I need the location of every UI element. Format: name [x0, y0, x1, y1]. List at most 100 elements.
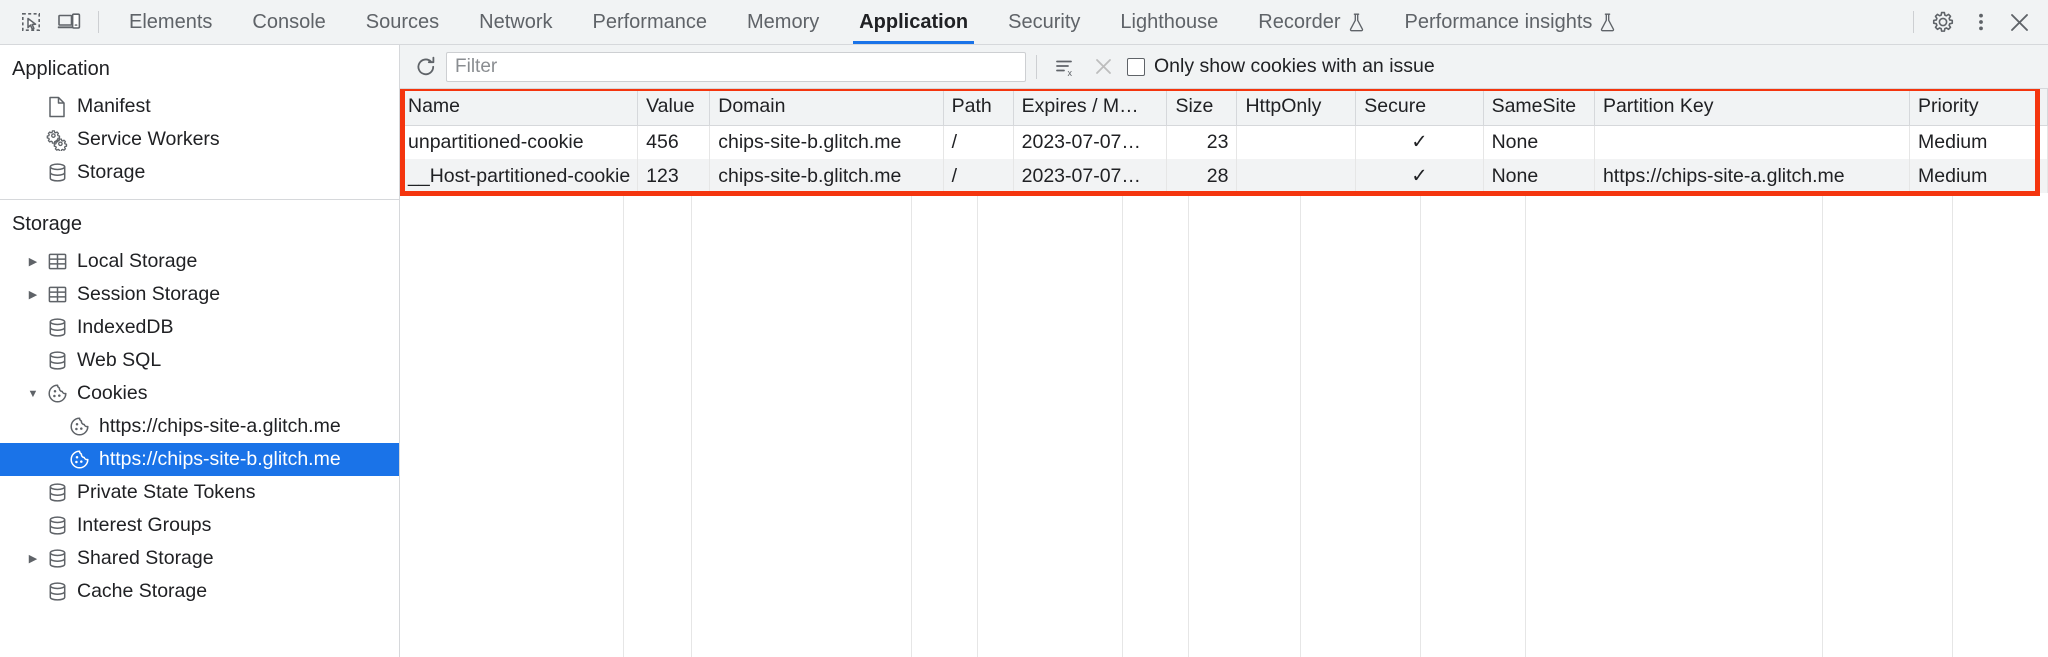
column-header-name[interactable]: Name: [400, 89, 639, 126]
empty-column-grid: [400, 193, 2048, 657]
document-icon: [44, 96, 70, 118]
more-vertical-icon[interactable]: [1962, 5, 2000, 39]
tab-network[interactable]: Network: [459, 0, 572, 44]
empty-column-divider: [1189, 193, 1301, 657]
tab-performance-insights[interactable]: Performance insights: [1385, 0, 1637, 44]
sidebar-item-indexeddb[interactable]: IndexedDB: [0, 311, 399, 344]
toolbar-right-actions: [1903, 5, 2038, 39]
search-input[interactable]: [446, 51, 1026, 82]
column-header-path[interactable]: Path: [943, 89, 1014, 126]
gear-icon[interactable]: [1924, 5, 1962, 39]
column-header-size[interactable]: Size: [1166, 89, 1238, 126]
sidebar-item-storage[interactable]: Storage: [0, 156, 399, 189]
sidebar-item-https-chips-site-a-glitch-me[interactable]: https://chips-site-a.glitch.me: [0, 410, 399, 443]
column-header-priority[interactable]: Priority: [1909, 89, 2048, 126]
tab-label: Sources: [365, 10, 440, 33]
close-icon[interactable]: [2000, 5, 2038, 39]
refresh-icon[interactable]: [408, 51, 444, 83]
cell-name: unpartitioned-cookie: [400, 125, 639, 159]
sidebar-item-service-workers[interactable]: Service Workers: [0, 123, 399, 156]
sidebar-item-label: Session Storage: [77, 282, 221, 305]
database-icon: [44, 515, 70, 536]
clear-all-cookies-icon[interactable]: x: [1047, 51, 1083, 83]
tab-recorder[interactable]: Recorder: [1238, 0, 1384, 44]
empty-column-divider: [1123, 193, 1189, 657]
chevron-right-icon[interactable]: ▶: [28, 553, 38, 565]
table-icon: [44, 284, 70, 305]
sidebar-section-application: Application Manifest: [0, 45, 399, 200]
column-header-httponly[interactable]: HttpOnly: [1236, 89, 1357, 126]
cookies-filter-toolbar: x Only show cookies with an issue: [400, 45, 2048, 89]
sidebar-item-label: Storage: [77, 160, 146, 183]
flask-icon: [1348, 13, 1365, 32]
chevron-right-icon[interactable]: ▶: [28, 256, 38, 268]
sidebar-item-manifest[interactable]: Manifest: [0, 90, 399, 123]
only-show-issues-checkbox[interactable]: Only show cookies with an issue: [1127, 55, 1435, 78]
cell-value: 123: [637, 159, 711, 193]
tab-label: Memory: [747, 10, 820, 33]
column-header-partition-key[interactable]: Partition Key: [1594, 89, 1911, 126]
sidebar-item-cache-storage[interactable]: Cache Storage: [0, 575, 399, 608]
tab-performance[interactable]: Performance: [573, 0, 728, 44]
sidebar-item-shared-storage[interactable]: ▶Shared Storage: [0, 542, 399, 575]
checkbox-box[interactable]: [1127, 57, 1145, 76]
tab-console[interactable]: Console: [232, 0, 345, 44]
inspect-element-icon[interactable]: [12, 5, 50, 39]
delete-selected-icon[interactable]: [1085, 51, 1121, 83]
cookies-panel: x Only show cookies with an issue: [400, 45, 2048, 657]
sidebar-item-interest-groups[interactable]: Interest Groups: [0, 509, 399, 542]
tab-lighthouse[interactable]: Lighthouse: [1100, 0, 1238, 44]
column-header-domain[interactable]: Domain: [709, 89, 944, 126]
cell-priority: Medium: [1909, 159, 2048, 193]
tab-label: Console: [252, 10, 326, 33]
sidebar-item-private-state-tokens[interactable]: Private State Tokens: [0, 476, 399, 509]
cell-expires-m: 2023-07-07…: [1013, 125, 1168, 159]
sidebar-heading-storage: Storage: [12, 213, 83, 235]
column-header-expires-m[interactable]: Expires / M…: [1013, 89, 1168, 126]
column-header-value[interactable]: Value: [637, 89, 711, 126]
sidebar-item-label: Private State Tokens: [77, 480, 256, 503]
tab-security[interactable]: Security: [988, 0, 1100, 44]
sidebar-item-label: Manifest: [77, 94, 151, 117]
empty-column-divider: [1421, 193, 1526, 657]
cookie-icon: [66, 416, 92, 437]
cell-samesite: None: [1483, 159, 1595, 193]
tab-label: Security: [1008, 10, 1081, 33]
tab-memory[interactable]: Memory: [727, 0, 839, 44]
chevron-down-icon[interactable]: ▼: [27, 387, 39, 400]
gears-icon: [44, 129, 70, 151]
sidebar-item-https-chips-site-b-glitch-me[interactable]: https://chips-site-b.glitch.me: [0, 443, 399, 476]
devtools-body: Application Manifest: [0, 45, 2048, 657]
cell-path: /: [943, 125, 1014, 159]
tab-label: Application: [859, 10, 969, 33]
tab-sources[interactable]: Sources: [346, 0, 459, 44]
checkbox-label: Only show cookies with an issue: [1154, 55, 1435, 77]
column-header-samesite[interactable]: SameSite: [1483, 89, 1595, 126]
tab-label: Performance insights: [1404, 10, 1593, 33]
sidebar-item-web-sql[interactable]: Web SQL: [0, 344, 399, 377]
tab-elements[interactable]: Elements: [109, 0, 232, 44]
cell-domain: chips-site-b.glitch.me: [709, 159, 944, 193]
cell-httponly: [1236, 125, 1357, 159]
sidebar-item-local-storage[interactable]: ▶Local Storage: [0, 245, 399, 278]
tab-label: Network: [479, 10, 553, 33]
sidebar-item-cookies[interactable]: ▼Cookies: [0, 377, 399, 410]
sidebar-item-label: Web SQL: [77, 348, 162, 371]
tab-application[interactable]: Application: [839, 0, 988, 44]
sidebar-item-session-storage[interactable]: ▶ Session Storage: [0, 278, 399, 311]
chevron-right-icon[interactable]: ▶: [28, 289, 38, 301]
sidebar-item-label: IndexedDB: [77, 315, 174, 338]
cell-path: /: [943, 159, 1014, 193]
database-icon: [44, 350, 70, 371]
column-header-secure[interactable]: Secure: [1355, 89, 1484, 126]
empty-column-divider: [1301, 193, 1421, 657]
device-toolbar-icon[interactable]: [50, 5, 88, 39]
